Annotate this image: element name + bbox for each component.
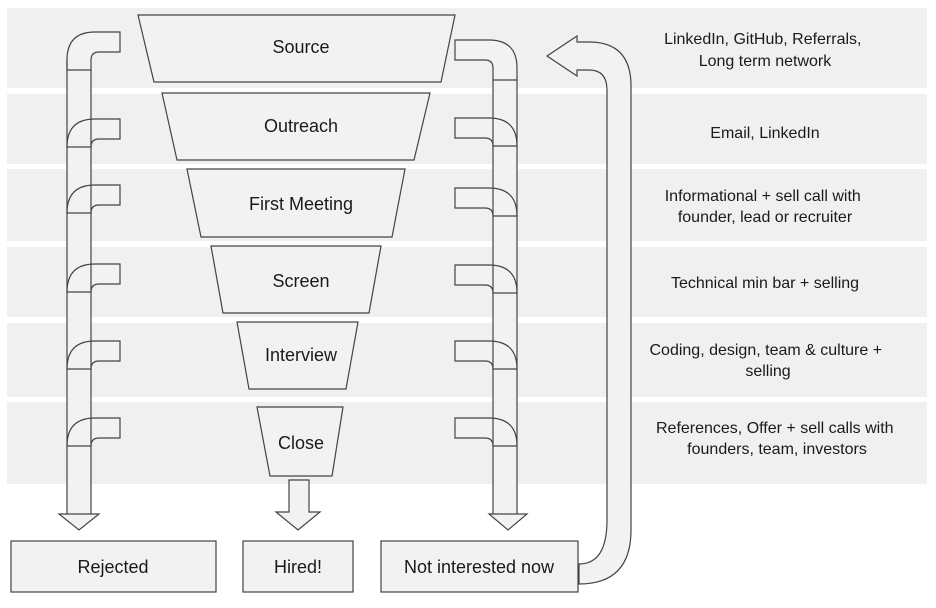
- stage-label-interview: Interview: [265, 345, 338, 365]
- funnel: Source Outreach First Meeting Screen Int…: [137, 14, 456, 531]
- funnel-stage-outreach: [161, 92, 431, 161]
- outcome-hired: Hired!: [242, 540, 354, 593]
- funnel-stage-interview: [236, 321, 359, 390]
- note-interview: Coding, design, team & culture + selling: [649, 342, 886, 380]
- note-screen: Technical min bar + selling: [671, 275, 859, 292]
- outcome-hired-label: Hired!: [274, 557, 322, 577]
- stage-band-close: [7, 402, 927, 484]
- rejected-flow-arrow: [57, 31, 121, 531]
- note-source: LinkedIn, GitHub, Referrals, Long term n…: [664, 31, 866, 70]
- outcome-not-interested: Not interested now: [380, 540, 579, 593]
- note-first-meeting: Informational + sell call with founder, …: [665, 188, 866, 226]
- outcome-rejected-label: Rejected: [77, 557, 148, 577]
- funnel-stage-screen: [210, 245, 382, 314]
- outcome-rejected: Rejected: [10, 540, 217, 593]
- funnel-stage-source: [137, 14, 456, 83]
- note-outreach: Email, LinkedIn: [710, 125, 819, 142]
- stage-label-first-meeting: First Meeting: [249, 194, 353, 214]
- funnel-stage-close: [256, 406, 344, 477]
- stage-label-close: Close: [278, 433, 324, 453]
- hired-flow-arrow: [274, 479, 322, 531]
- outcome-not-interested-label: Not interested now: [404, 557, 555, 577]
- stage-label-source: Source: [272, 37, 329, 57]
- stage-label-outreach: Outreach: [264, 116, 338, 136]
- not-interested-flow-arrow: [454, 39, 529, 531]
- funnel-stage-first-meeting: [186, 168, 406, 238]
- stage-label-screen: Screen: [272, 271, 329, 291]
- note-close: References, Offer + sell calls with foun…: [656, 420, 898, 458]
- stage-notes: LinkedIn, GitHub, Referrals, Long term n…: [649, 31, 898, 458]
- return-to-source-arrow: [545, 34, 632, 585]
